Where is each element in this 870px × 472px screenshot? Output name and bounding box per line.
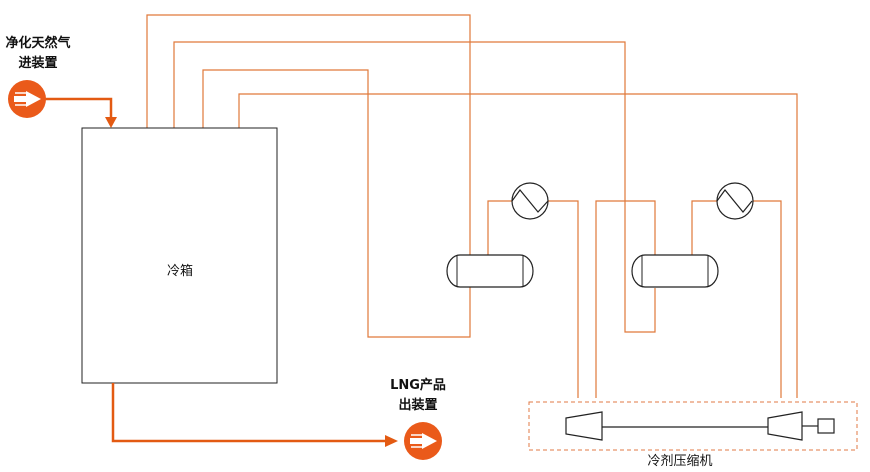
- pipe-loop-1: [146, 14, 471, 338]
- pipe-loop-3: [238, 93, 798, 398]
- process-streams: [45, 97, 387, 443]
- pipe-hx2-compressor2: [752, 200, 782, 398]
- motor-icon: [817, 418, 835, 434]
- feed-arrow-icon: [8, 80, 46, 118]
- heat-exchanger-icon: [716, 182, 754, 220]
- cold-box: [81, 127, 278, 384]
- horizontal-drum-icon: [631, 254, 719, 288]
- product-arrow-icon: [404, 422, 442, 460]
- pipe-drum1-up: [487, 200, 512, 255]
- feed-inlet-label-line1: 净化天然气: [5, 36, 71, 51]
- compressor-area-box: [528, 401, 858, 451]
- compressor-icon: [767, 411, 803, 441]
- heat-exchanger-icon: [511, 182, 549, 220]
- feed-stream-arrowhead: [105, 117, 117, 128]
- product-outlet-label-line1: LNG产品: [390, 378, 446, 393]
- cold-box-label: 冷箱: [166, 264, 193, 279]
- horizontal-drum-icon: [446, 254, 534, 288]
- pipe-hx1-compressor1: [548, 200, 579, 398]
- pipe-loop-2: [173, 41, 656, 333]
- product-stream-arrowhead: [385, 435, 398, 447]
- pipe-drum2-compressor1: [595, 200, 656, 398]
- compressor-label: 冷剂压缩机: [647, 454, 713, 469]
- feed-inlet-label-line2: 进装置: [18, 56, 58, 71]
- product-outlet-label-line2: 出装置: [398, 398, 438, 413]
- refrigerant-pipes: [146, 14, 798, 398]
- pipe-drum2-up: [691, 200, 717, 255]
- compressor-icon: [565, 411, 603, 441]
- feed-inlet-label: 净化天然气 进装置: [0, 34, 76, 74]
- product-outlet-label: LNG产品 出装置: [380, 376, 456, 416]
- product-stream: [111, 383, 387, 443]
- feed-stream: [45, 97, 113, 119]
